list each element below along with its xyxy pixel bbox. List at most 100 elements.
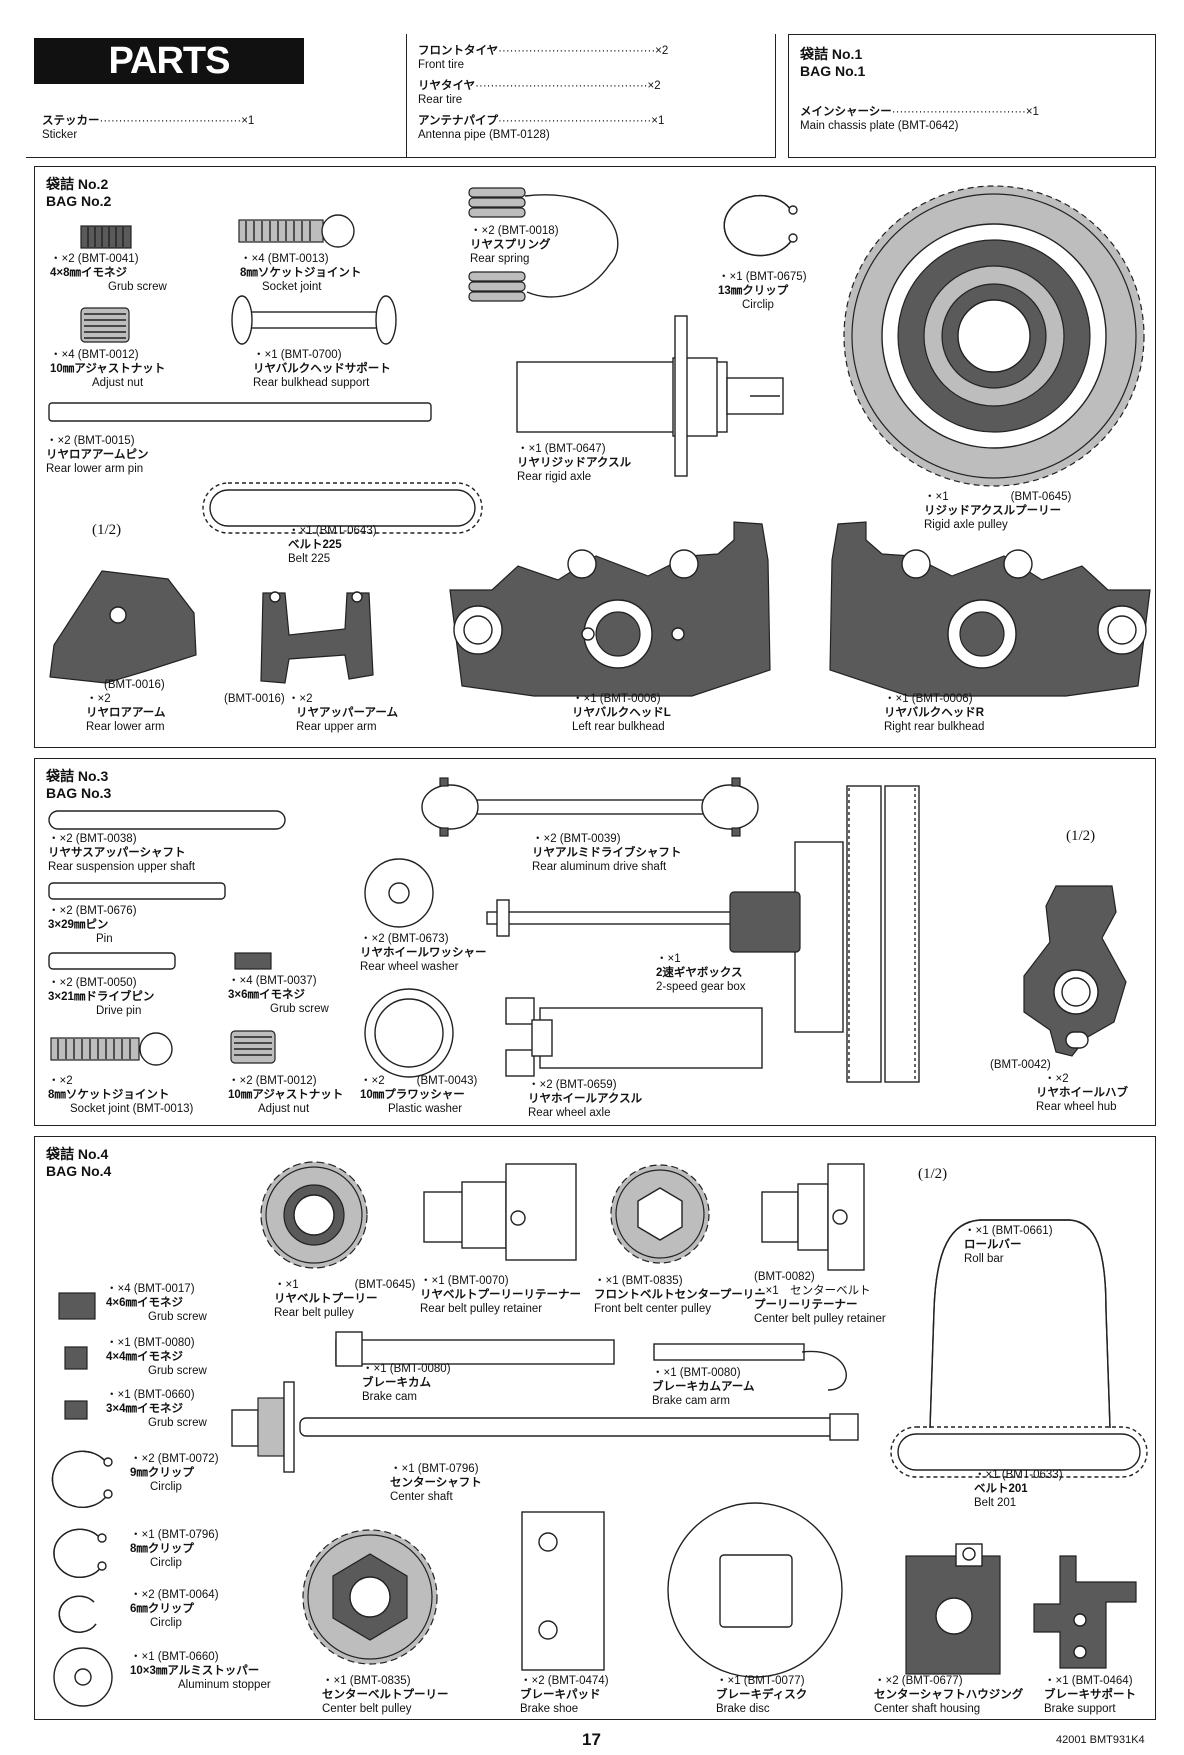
- left-bulkhead-icon: [449, 521, 771, 697]
- header-box-left: [26, 34, 776, 158]
- roll-bar-icon: [929, 1219, 1111, 1429]
- grub-screw-icon: [234, 952, 272, 970]
- shaft-housing-icon: [905, 1543, 1001, 1675]
- front-center-pulley-icon: [610, 1164, 710, 1264]
- al-stopper-icon: [53, 1647, 113, 1707]
- gearbox-icon: [486, 785, 920, 1083]
- belt-201-icon: [890, 1426, 1148, 1478]
- brake-disc-icon: [667, 1502, 843, 1678]
- sticker-label: ステッカー···································…: [42, 115, 255, 141]
- rigid-axle-pulley-icon: [843, 185, 1145, 487]
- page-title: PARTS: [34, 38, 304, 84]
- drive-pin-icon: [48, 952, 176, 970]
- belt-225-icon: [202, 482, 483, 534]
- bag2-half: (1/2): [92, 522, 122, 538]
- bulkhead-support-icon: [231, 295, 397, 345]
- wheel-hub-icon: [1023, 885, 1127, 1057]
- drive-shaft-icon: [421, 777, 759, 837]
- rear-tire-label: リヤタイヤ···································…: [418, 80, 661, 106]
- front-tire-label: フロントタイヤ·································…: [418, 45, 669, 71]
- circlip-icon: [723, 194, 798, 257]
- grub-screw-icon: [80, 225, 132, 249]
- antenna-label: アンテナパイプ·································…: [418, 115, 665, 141]
- circlip-icon: [51, 1450, 113, 1509]
- bag4-half: (1/2): [918, 1166, 948, 1182]
- circlip-icon: [58, 1595, 97, 1633]
- bag4-box: [34, 1136, 1156, 1720]
- page-number: 17: [582, 1730, 601, 1749]
- center-belt-pulley-icon: [302, 1529, 438, 1665]
- rigid-axle-icon: [516, 315, 784, 477]
- center-retainer-icon: [761, 1163, 865, 1271]
- grub-screw-icon: [64, 1346, 88, 1370]
- pulley-retainer-icon: [423, 1163, 577, 1261]
- rear-spring-icon: [468, 187, 619, 302]
- wheel-axle-icon: [505, 997, 763, 1077]
- header-divider: [406, 34, 407, 158]
- document-code: 42001 BMT931K4: [1056, 1734, 1145, 1746]
- bag3-box: [34, 758, 1156, 1126]
- upper-shaft-icon: [48, 810, 286, 830]
- main-chassis-label: メインシャーシー································…: [800, 106, 1039, 132]
- pin-icon: [48, 882, 226, 900]
- bag2-box: [34, 166, 1156, 748]
- lower-arm-pin-icon: [48, 402, 432, 422]
- center-shaft-icon: [231, 1381, 859, 1473]
- brake-cam-arm-icon: [653, 1343, 847, 1391]
- bag3-half: (1/2): [1066, 828, 1096, 844]
- plastic-washer-icon: [364, 988, 454, 1078]
- socket-joint-icon: [238, 214, 355, 248]
- rear-belt-pulley-icon: [260, 1161, 368, 1269]
- rear-upper-arm-icon: [260, 591, 374, 684]
- grub-screw-icon: [64, 1400, 88, 1420]
- brake-shoe-icon: [521, 1511, 605, 1671]
- grub-screw-icon: [58, 1292, 96, 1320]
- wheel-washer-icon: [364, 858, 434, 928]
- bag1-box: [788, 34, 1156, 158]
- adjust-nut-icon: [230, 1030, 276, 1064]
